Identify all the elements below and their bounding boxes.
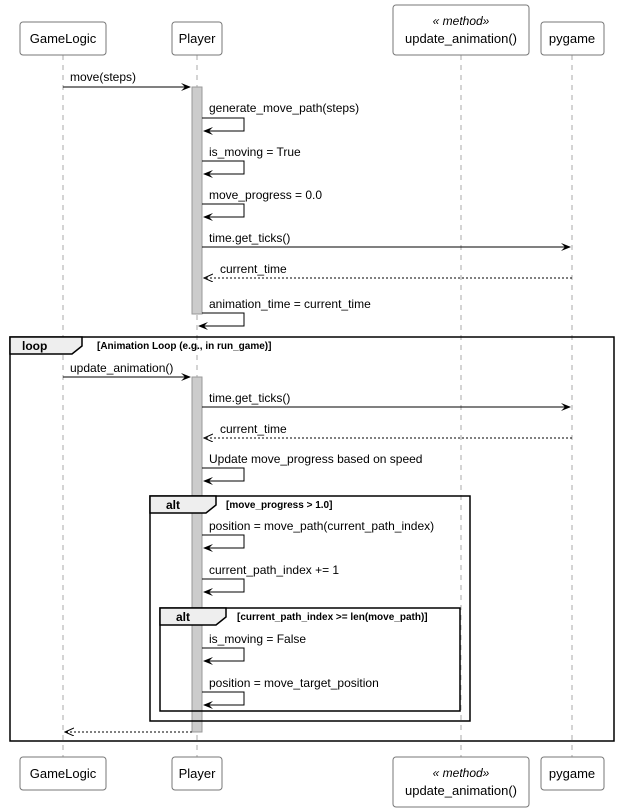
stereotype-label: « method» [433, 766, 490, 780]
fragment-keyword: alt [166, 498, 180, 512]
participant-player-bottom: Player [171, 756, 223, 791]
message-label: time.get_ticks() [209, 391, 290, 405]
fragment-keyword: loop [22, 339, 47, 353]
message-label: is_moving = False [209, 632, 306, 646]
fragment-guard: [current_path_index >= len(move_path)] [237, 612, 428, 623]
participant-label: Player [179, 766, 217, 781]
participant-label: update_animation() [405, 783, 517, 798]
message-label: generate_move_path(steps) [209, 101, 359, 115]
participant-label: GameLogic [30, 766, 97, 781]
message-label: move_progress = 0.0 [209, 188, 322, 202]
participant-label: pygame [549, 31, 595, 46]
self-message-arrow [202, 691, 245, 709]
self-message-arrow [202, 203, 245, 221]
alt-fragment-inner: alt [current_path_index >= len(move_path… [159, 607, 461, 712]
participant-gamelogic-bottom: GameLogic [19, 756, 107, 791]
self-message-arrow [202, 578, 245, 596]
message-label: position = move_path(current_path_index) [209, 519, 434, 533]
self-message-arrow [202, 117, 245, 135]
return-label: current_time [220, 422, 287, 436]
participant-update-animation-bottom: « method» update_animation() [392, 756, 530, 808]
loop-fragment: loop [Animation Loop (e.g., in run_game)… [9, 336, 615, 742]
participant-label: Player [179, 31, 217, 46]
alt-fragment-outer: alt [move_progress > 1.0] [149, 495, 471, 722]
message-label: update_animation() [70, 361, 173, 375]
message-label: current_path_index += 1 [209, 563, 339, 577]
message-label: Update move_progress based on speed [209, 452, 422, 466]
self-message-arrow [198, 312, 245, 330]
message-label: move(steps) [70, 70, 136, 84]
self-message-arrow [202, 647, 245, 665]
stereotype-label: « method» [433, 14, 490, 28]
activation-player-1 [191, 86, 203, 315]
return-label: current_time [220, 262, 287, 276]
participant-pygame-bottom: pygame [540, 756, 605, 791]
participant-label: GameLogic [30, 31, 97, 46]
self-message-arrow [202, 534, 245, 552]
message-label: is_moving = True [209, 145, 301, 159]
activation-player-2 [191, 376, 203, 733]
participant-gamelogic-top: GameLogic [19, 21, 107, 56]
message-label: animation_time = current_time [209, 297, 371, 311]
participant-label: update_animation() [405, 31, 517, 46]
participant-label: pygame [549, 766, 595, 781]
message-label: position = move_target_position [209, 676, 379, 690]
fragment-keyword: alt [176, 610, 190, 624]
participant-update-animation-top: « method» update_animation() [392, 4, 530, 56]
participant-pygame-top: pygame [540, 21, 605, 56]
fragment-guard: [move_progress > 1.0] [226, 500, 332, 511]
fragment-guard: [Animation Loop (e.g., in run_game)] [97, 341, 271, 352]
participant-player-top: Player [171, 21, 223, 56]
self-message-arrow [202, 160, 245, 178]
self-message-arrow [202, 467, 245, 485]
message-label: time.get_ticks() [209, 231, 290, 245]
